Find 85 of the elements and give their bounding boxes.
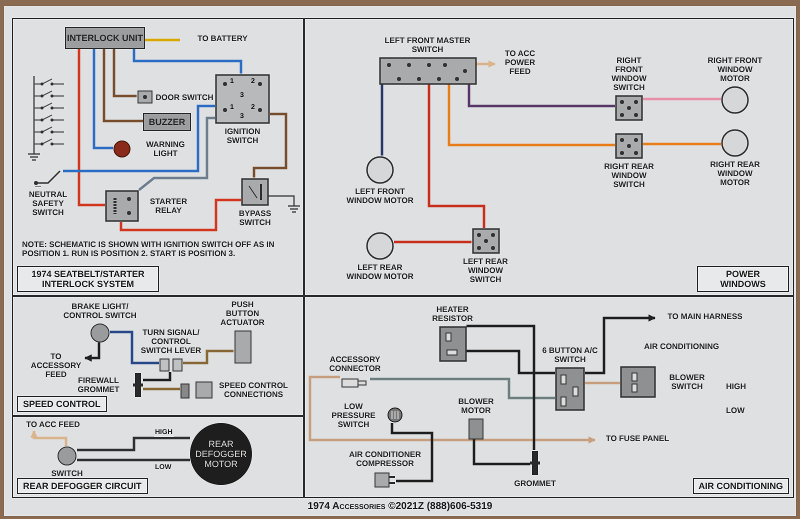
component-label: STARTER RELAY bbox=[148, 197, 188, 215]
buzzer-box: BUZZER bbox=[143, 113, 191, 131]
component-label: WARNING LIGHT bbox=[145, 140, 186, 158]
component-label: NEUTRAL SAFETY SWITCH bbox=[28, 190, 68, 217]
wire-label: LOW bbox=[726, 406, 746, 415]
arrow bbox=[585, 314, 656, 374]
wire bbox=[120, 198, 241, 232]
component-label: TURN SIGNAL/ CONTROL SWITCH LEVER bbox=[140, 328, 202, 355]
wire bbox=[466, 350, 555, 374]
wire bbox=[370, 378, 555, 400]
wire bbox=[472, 440, 530, 466]
wire bbox=[380, 84, 384, 156]
panel-title: AIR CONDITIONING bbox=[692, 478, 789, 494]
wire bbox=[77, 436, 190, 452]
arrow bbox=[476, 60, 496, 68]
diagram-panel bbox=[304, 18, 794, 296]
component-label: GROMMET bbox=[514, 479, 556, 488]
arrow bbox=[308, 376, 596, 444]
wire-label: HIGH bbox=[726, 382, 747, 391]
wire bbox=[643, 98, 721, 100]
wire bbox=[183, 350, 234, 364]
component-label: FIREWALL GROMMET bbox=[76, 376, 120, 394]
wire bbox=[252, 112, 288, 178]
component-label: LEFT REAR WINDOW MOTOR bbox=[346, 262, 414, 280]
component-label: LEFT REAR WINDOW SWITCH bbox=[462, 257, 509, 284]
wire bbox=[112, 49, 137, 98]
component-label: HEATER RESISTOR bbox=[431, 304, 474, 322]
component-label: SWITCH bbox=[51, 469, 83, 478]
component-label: 6 BUTTON A/C SWITCH bbox=[541, 346, 599, 364]
component-label: LOW PRESSURE SWITCH bbox=[330, 402, 376, 428]
diagram-panel bbox=[304, 296, 794, 498]
diagram-panel bbox=[12, 416, 304, 498]
arrow bbox=[30, 430, 68, 446]
component-label: DOOR SWITCH bbox=[156, 92, 214, 102]
component-label: RIGHT REAR WINDOW SWITCH bbox=[603, 162, 655, 189]
component-label: SPEED CONTROL CONNECTIONS bbox=[218, 381, 289, 399]
wire bbox=[466, 324, 536, 450]
component-label: BLOWER SWITCH bbox=[668, 373, 706, 391]
wire bbox=[138, 116, 215, 191]
note-text: NOTE: SCHEMATIC IS SHOWN WITH IGNITION SWITCH OFF AS IN POSITION 1. RUN IS POSITION 2. START IS POSITION 3. bbox=[22, 240, 276, 258]
component-label: AIR CONDITIONER COMPRESSOR bbox=[348, 450, 422, 468]
component-label: LEFT FRONT WINDOW MOTOR bbox=[346, 186, 414, 204]
component-label: BLOWER MOTOR bbox=[457, 396, 495, 414]
wire bbox=[390, 423, 434, 482]
wire bbox=[394, 240, 472, 244]
diagram-panel bbox=[12, 296, 304, 416]
component-label: PUSH BUTTON ACTUATOR bbox=[220, 300, 265, 327]
destination-label: TO BATTERY bbox=[180, 34, 265, 48]
motor-symbol: REAR DEFOGGER MOTOR bbox=[190, 423, 252, 485]
wire bbox=[77, 458, 190, 462]
destination-label: TO ACC FEED bbox=[23, 420, 83, 431]
component-label: BYPASS SWITCH bbox=[238, 208, 272, 226]
wire bbox=[145, 38, 180, 42]
component-label: LEFT FRONT MASTER SWITCH bbox=[384, 36, 472, 54]
wire-label: AIR CONDITIONING bbox=[644, 342, 720, 351]
wire bbox=[110, 330, 159, 364]
wire bbox=[92, 49, 113, 150]
component-label: ACCESSORY CONNECTOR bbox=[328, 354, 382, 372]
wire bbox=[428, 84, 486, 228]
component-label: RIGHT FRONT WINDOW SWITCH bbox=[610, 56, 648, 92]
destination-label: TO FUSE PANEL bbox=[595, 434, 680, 448]
panel-title: 1974 SEATBELT/STARTER INTERLOCK SYSTEM bbox=[17, 266, 159, 292]
wire bbox=[468, 84, 615, 108]
component-label: IGNITION SWITCH bbox=[224, 126, 262, 144]
component-label: BRAKE LIGHT/ CONTROL SWITCH bbox=[62, 302, 138, 320]
component-label: RIGHT REAR WINDOW MOTOR bbox=[709, 160, 761, 186]
wire bbox=[63, 104, 215, 172]
wire bbox=[585, 382, 620, 384]
destination-label: TO ACC POWER FEED bbox=[495, 49, 545, 81]
footer-caption: 1974 Accessories ©2021Z (888)606-5319 bbox=[306, 500, 494, 514]
wire bbox=[102, 49, 143, 122]
component-label: RIGHT FRONT WINDOW MOTOR bbox=[706, 56, 764, 82]
panel-title: POWER WINDOWS bbox=[697, 266, 789, 292]
diagram-panel bbox=[12, 18, 304, 296]
wire bbox=[143, 372, 172, 382]
wire bbox=[143, 388, 180, 390]
panel-title: REAR DEFOGGER CIRCUIT bbox=[17, 478, 148, 494]
destination-label: TO MAIN HARNESS bbox=[655, 312, 755, 326]
control-unit-box: INTERLOCK UNIT bbox=[65, 27, 145, 49]
arrow bbox=[84, 342, 100, 362]
panel-title: SPEED CONTROL bbox=[17, 396, 107, 412]
wire bbox=[448, 84, 615, 146]
wire bbox=[643, 142, 721, 146]
wire bbox=[132, 49, 242, 74]
wire bbox=[78, 49, 105, 206]
